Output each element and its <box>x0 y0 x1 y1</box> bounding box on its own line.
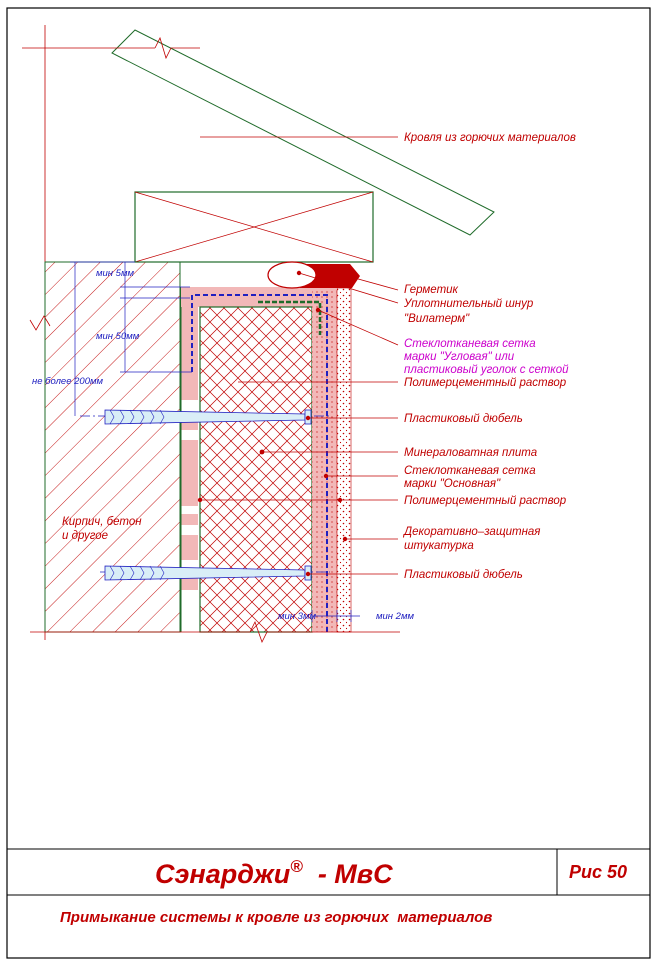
dimension-lines <box>70 261 360 622</box>
label-wall-2: и другое <box>62 530 108 542</box>
label-plaster-2: штукатурка <box>404 540 474 552</box>
decorative-plaster <box>336 287 352 633</box>
adhesive-layer <box>180 287 198 632</box>
dowel-upper <box>80 409 330 425</box>
dim-max200: не более 200мм <box>32 376 103 387</box>
roof-rafter <box>22 29 495 236</box>
label-dowel-2: Пластиковый дюбель <box>404 569 523 581</box>
label-mesh-corner-1: Стеклотканевая сетка <box>404 338 536 350</box>
timber-beam <box>134 191 374 263</box>
dim-min50: мин 50мм <box>96 331 140 342</box>
bottom-break-line <box>30 620 400 644</box>
sealant <box>267 261 360 289</box>
brand-mark: ® <box>290 857 303 876</box>
mesh-corner <box>258 300 322 335</box>
mesh-main <box>191 294 328 632</box>
dim-min2: мин 2мм <box>376 611 414 622</box>
label-roof: Кровля из горючих материалов <box>404 132 576 144</box>
label-dowel-1: Пластиковый дюбель <box>404 413 523 425</box>
label-mesh-main-1: Стеклотканевая сетка <box>404 465 536 477</box>
drawing-caption: Примыкание системы к кровле из горючих м… <box>60 909 492 926</box>
label-mesh-main-2: марки "Основная" <box>404 478 501 490</box>
sheet-frame <box>6 7 651 959</box>
brand-name: Сэнарджи <box>155 859 291 889</box>
label-mesh-corner-2: марки "Угловая" или <box>404 351 515 363</box>
dim-min3: мин 3мм <box>278 611 316 622</box>
label-mortar-1: Полимерцементный раствор <box>404 377 567 389</box>
label-cord-2: "Вилатерм" <box>404 313 470 325</box>
label-mineral-plate: Минераловатная плита <box>404 447 537 459</box>
leader-lines <box>197 136 399 577</box>
label-mesh-corner-3: пластиковый уголок с сеткой <box>404 364 569 376</box>
dim-min5: мин 5мм <box>96 268 134 279</box>
mineral-wool-plate <box>199 306 313 633</box>
label-cord-1: Уплотнительный шнур <box>403 298 534 310</box>
label-mortar-2: Полимерцементный раствор <box>404 495 567 507</box>
label-wall-1: Кирпич, бетон <box>62 516 142 528</box>
brand-title: Сэнарджи® - МвС <box>155 857 393 889</box>
label-plaster-1: Декоративно–защитная <box>402 526 540 538</box>
figure-number: Рис 50 <box>569 862 627 882</box>
base-coat <box>312 290 337 632</box>
label-sealant: Герметик <box>404 284 459 296</box>
brand-suffix: - МвС <box>303 859 393 889</box>
